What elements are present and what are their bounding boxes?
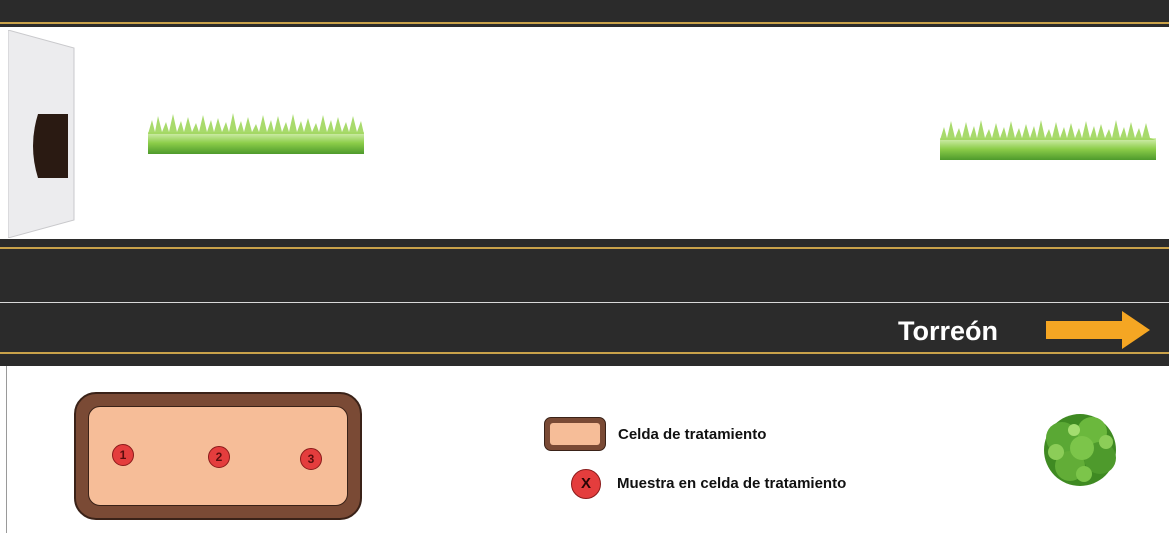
- legend-cell-swatch: [544, 417, 606, 451]
- right-arrow-icon: [1046, 311, 1150, 349]
- sample-marker-1: 1: [112, 444, 134, 466]
- sample-marker-2: 2: [208, 446, 230, 468]
- legend-sample-label: Muestra en celda de tratamiento: [617, 475, 847, 492]
- legend-cell-label: Celda de tratamiento: [618, 426, 767, 443]
- destination-label: Torreón: [898, 316, 998, 346]
- grass-icon: [940, 120, 1156, 160]
- left-border-line: [6, 366, 7, 533]
- sample-marker-3: 3: [300, 448, 322, 470]
- culvert-icon: [8, 30, 75, 238]
- main-road: [0, 239, 1169, 366]
- tree-icon: [1044, 414, 1116, 486]
- top-road-strip: [0, 0, 1169, 27]
- grass-icon: [148, 113, 364, 154]
- legend-sample-icon: X: [571, 469, 601, 499]
